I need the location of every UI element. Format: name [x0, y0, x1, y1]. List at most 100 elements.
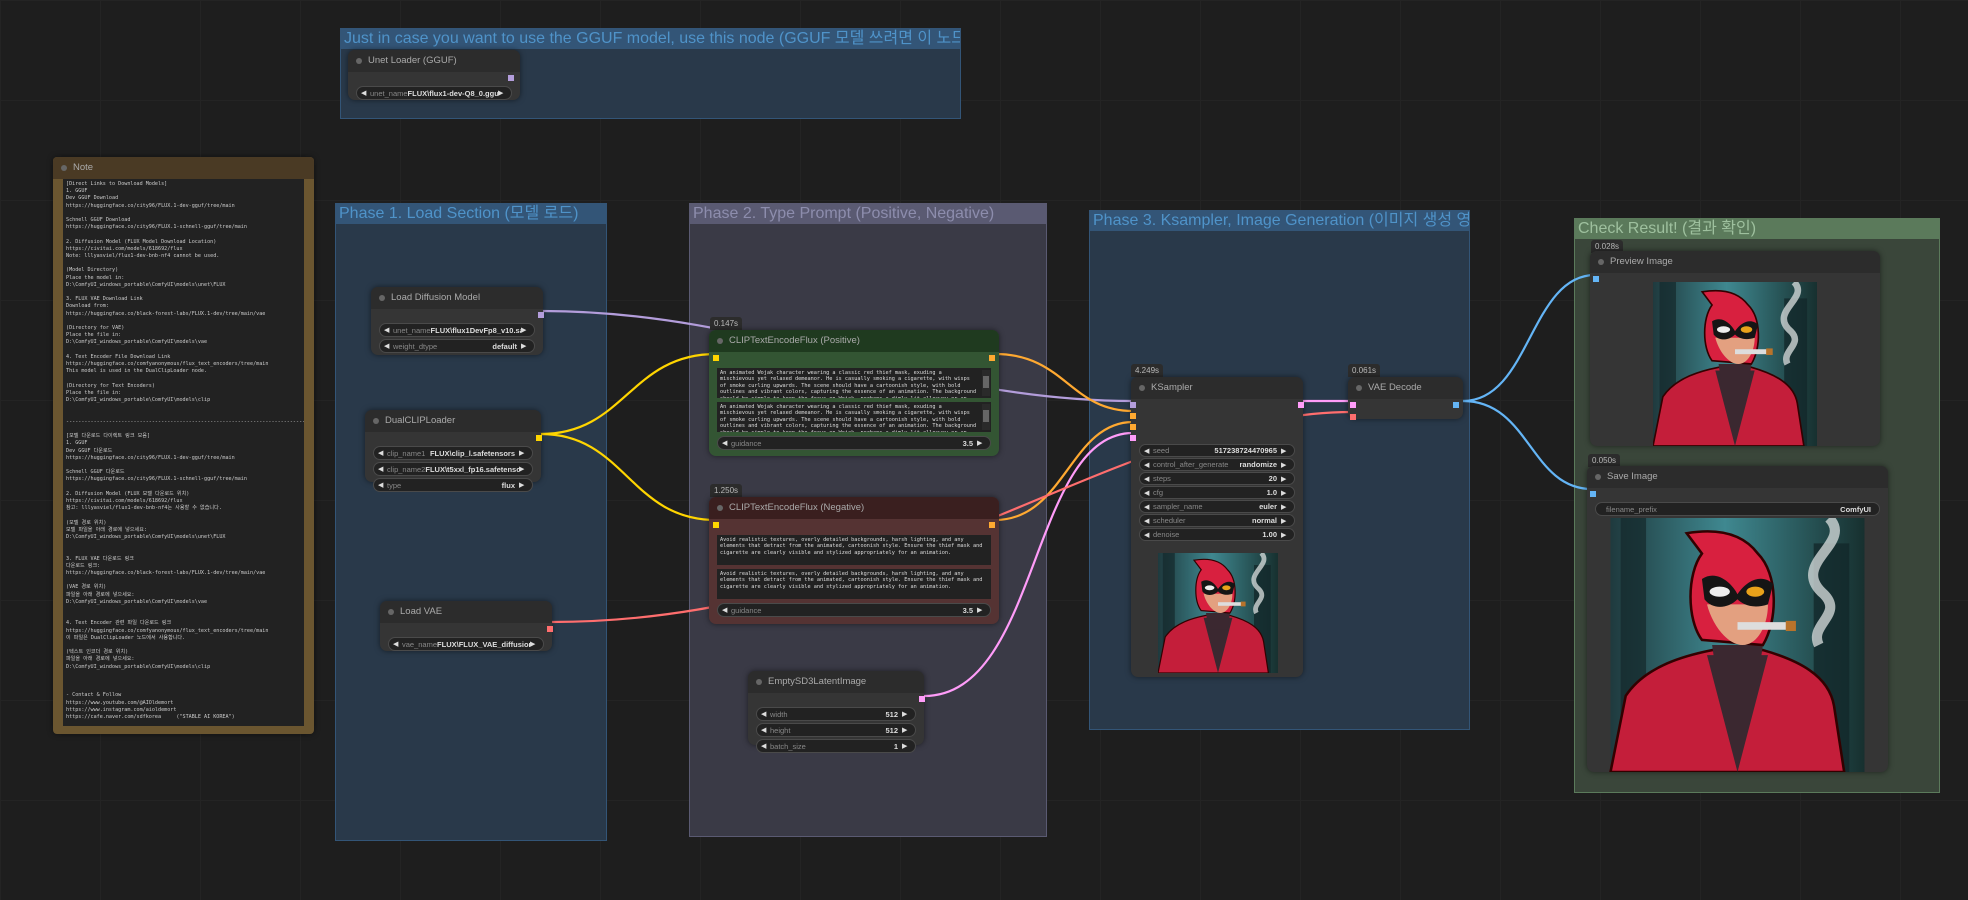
- collapse-dot-icon[interactable]: [388, 609, 394, 615]
- collapse-dot-icon[interactable]: [1139, 385, 1145, 391]
- scrollbar[interactable]: [982, 370, 990, 396]
- scrollbar[interactable]: [982, 404, 990, 430]
- right-arrow-icon[interactable]: ▶: [519, 466, 525, 473]
- left-arrow-icon[interactable]: ◀: [1144, 475, 1150, 483]
- left-arrow-icon[interactable]: ◀: [1144, 531, 1150, 539]
- right-arrow-icon[interactable]: ▶: [521, 343, 527, 350]
- negative-input-slot[interactable]: [1130, 424, 1136, 430]
- right-arrow-icon[interactable]: ▶: [1281, 503, 1287, 511]
- latent-output-slot[interactable]: [919, 696, 925, 702]
- left-arrow-icon[interactable]: ◀: [1144, 447, 1150, 455]
- model-output-slot[interactable]: [538, 312, 544, 318]
- left-arrow-icon[interactable]: ◀: [761, 711, 767, 718]
- left-arrow-icon[interactable]: ◀: [761, 727, 767, 734]
- saved-image[interactable]: [1607, 518, 1868, 772]
- vae-decode-node[interactable]: VAE Decode: [1348, 377, 1463, 420]
- left-arrow-icon[interactable]: ◀: [1144, 461, 1150, 469]
- right-arrow-icon[interactable]: ▶: [1281, 475, 1287, 483]
- collapse-dot-icon[interactable]: [373, 418, 379, 424]
- collapse-dot-icon[interactable]: [717, 338, 723, 344]
- collapse-dot-icon[interactable]: [717, 505, 723, 511]
- clip-output-slot[interactable]: [536, 435, 542, 441]
- left-arrow-icon[interactable]: ◀: [722, 440, 728, 447]
- left-arrow-icon[interactable]: ◀: [378, 466, 384, 473]
- model-input-slot[interactable]: [1130, 402, 1136, 408]
- latent-output-slot[interactable]: [1298, 402, 1304, 408]
- left-arrow-icon[interactable]: ◀: [1144, 489, 1150, 497]
- right-arrow-icon[interactable]: ▶: [1281, 461, 1287, 469]
- collapse-dot-icon[interactable]: [379, 295, 385, 301]
- left-arrow-icon[interactable]: ◀: [384, 327, 390, 334]
- preview-image[interactable]: [1653, 282, 1817, 446]
- latent-input-slot[interactable]: [1130, 435, 1136, 441]
- left-arrow-icon[interactable]: ◀: [722, 607, 728, 614]
- right-arrow-icon[interactable]: ▶: [1281, 447, 1287, 455]
- left-arrow-icon[interactable]: ◀: [361, 90, 367, 97]
- left-arrow-icon[interactable]: ◀: [378, 482, 384, 489]
- left-arrow-icon[interactable]: ◀: [1144, 517, 1150, 525]
- collapse-dot-icon[interactable]: [756, 679, 762, 685]
- left-arrow-icon[interactable]: ◀: [1144, 503, 1150, 511]
- collapse-dot-icon[interactable]: [1595, 474, 1601, 480]
- conditioning-output-slot[interactable]: [989, 522, 995, 528]
- t5xxl-textarea[interactable]: Avoid realistic textures, overly detaile…: [717, 569, 991, 599]
- right-arrow-icon[interactable]: ▶: [530, 641, 536, 648]
- right-arrow-icon[interactable]: ▶: [902, 727, 908, 734]
- collapse-dot-icon[interactable]: [356, 58, 362, 64]
- right-arrow-icon[interactable]: ▶: [1281, 489, 1287, 497]
- left-arrow-icon[interactable]: ◀: [384, 343, 390, 350]
- right-arrow-icon[interactable]: ▶: [977, 440, 983, 447]
- images-input-slot[interactable]: [1590, 491, 1596, 497]
- conditioning-output-slot[interactable]: [989, 355, 995, 361]
- left-arrow-icon[interactable]: ◀: [761, 743, 767, 750]
- clip-input-slot[interactable]: [713, 355, 719, 361]
- image-output-slot[interactable]: [1453, 402, 1459, 408]
- left-arrow-icon[interactable]: ◀: [378, 450, 384, 457]
- right-arrow-icon[interactable]: ▶: [977, 607, 983, 614]
- clip-input-slot[interactable]: [713, 522, 719, 528]
- left-arrow-icon[interactable]: ◀: [393, 641, 399, 648]
- vae-input-slot[interactable]: [1350, 414, 1356, 420]
- images-input-slot[interactable]: [1593, 276, 1599, 282]
- right-arrow-icon[interactable]: ▶: [521, 327, 527, 334]
- samples-input-slot[interactable]: [1350, 402, 1356, 408]
- clip-l-textarea[interactable]: An animated Wojak character wearing a cl…: [717, 368, 991, 398]
- model-output-slot[interactable]: [508, 75, 514, 81]
- collapse-dot-icon[interactable]: [61, 165, 67, 171]
- right-arrow-icon[interactable]: ▶: [902, 743, 908, 750]
- note-textarea[interactable]: [Direct Links to Download Models] 1. GGU…: [63, 179, 304, 726]
- note-node[interactable]: Note [Direct Links to Download Models] 1…: [53, 157, 314, 734]
- clip-l-textarea[interactable]: Avoid realistic textures, overly detaile…: [717, 535, 991, 565]
- collapse-dot-icon[interactable]: [1598, 259, 1604, 265]
- preview-image-node[interactable]: Preview Image: [1590, 251, 1880, 446]
- right-arrow-icon[interactable]: ▶: [1281, 517, 1287, 525]
- t5xxl-textarea[interactable]: An animated Wojak character wearing a cl…: [717, 402, 991, 432]
- collapse-dot-icon[interactable]: [1356, 385, 1362, 391]
